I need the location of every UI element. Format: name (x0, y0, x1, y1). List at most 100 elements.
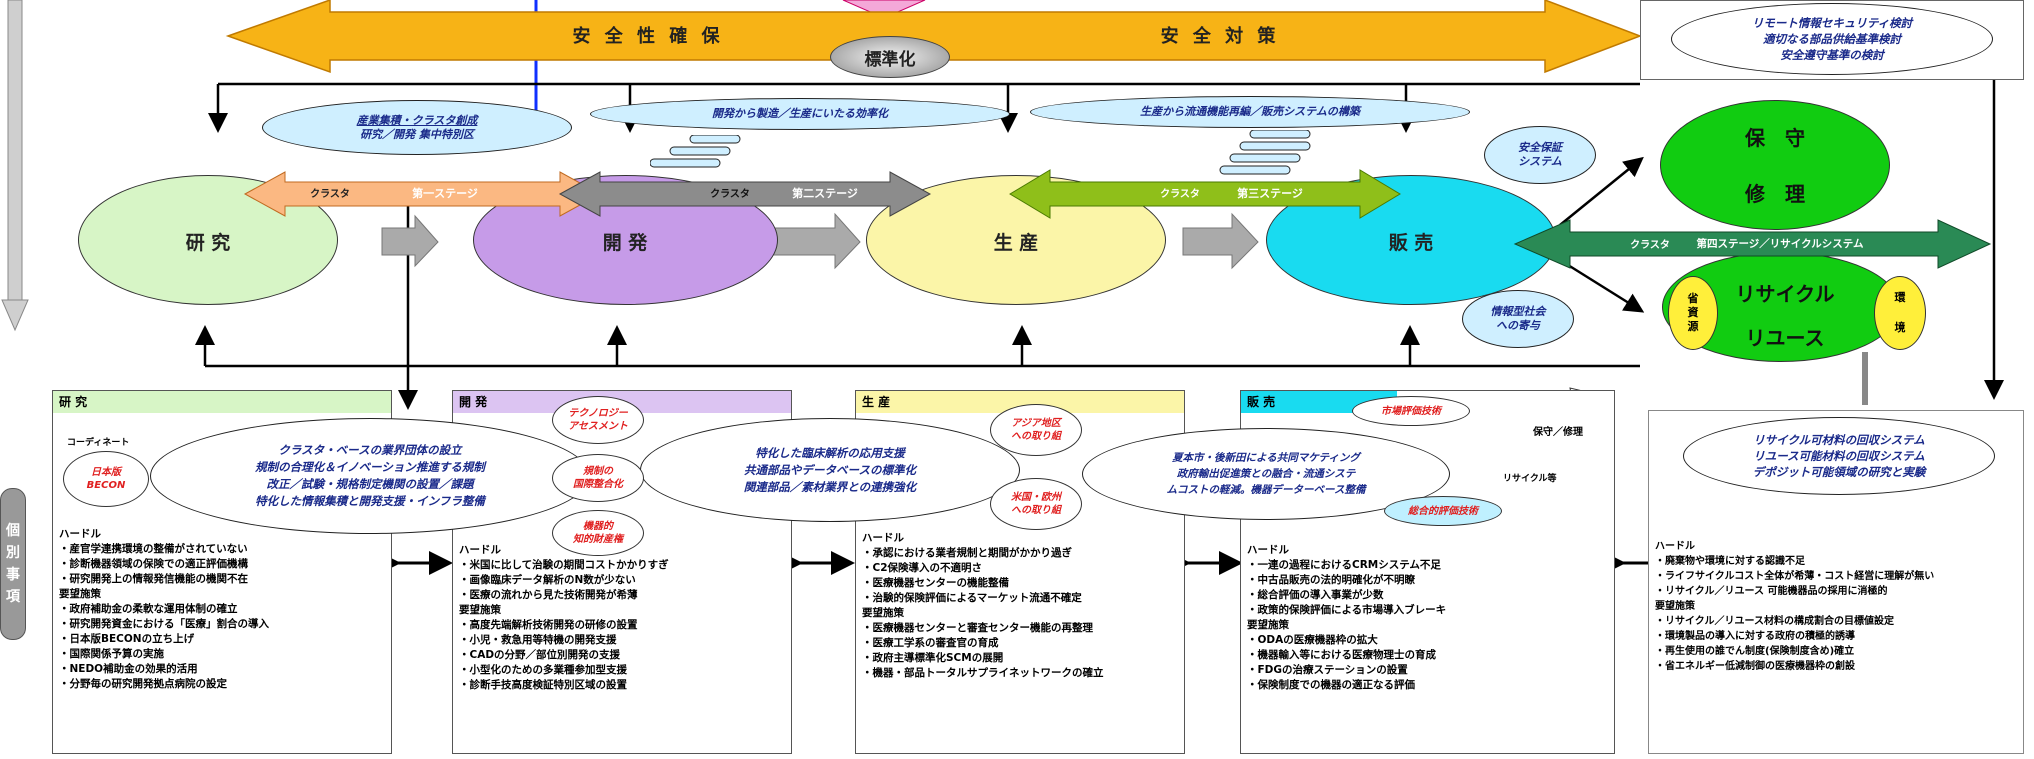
individual-items-label: 個 別 事 項 (0, 488, 26, 640)
cluster-zone-line-1: 産業集積・クラスタ創成 (356, 113, 478, 127)
standardization-ellipse: 標準化 (830, 36, 950, 78)
top-right-box: リモート情報セキュリティ検討 適切なる部品供給基準検討 安全遵守基準の検討 (1640, 0, 2024, 80)
market-eval-text: 市場評価技術 (1381, 405, 1441, 417)
cluster-zone-line-2: 研究／開発 集中特別区 (360, 127, 474, 141)
stage4-tag: クラスタ (1630, 240, 1670, 251)
sales-label: 販 売 (1388, 232, 1434, 254)
production-needs-label: 要望施策 (862, 607, 904, 619)
development-need-3: ・CADの分野／部位別開発の支援 (459, 649, 621, 661)
production-hurdle-2: ・C2保険導入の不適明さ (862, 562, 983, 574)
research-need-3: ・日本版BECONの立ち上げ (59, 633, 195, 645)
special-support-line-2: 共通部品やデータベースの標準化 (744, 462, 916, 477)
recycle-needs-label: 要望施策 (1655, 601, 1695, 612)
research-need-6: ・分野毎の研究開発拠点病院の設定 (59, 678, 227, 690)
sales-need-2: ・機器輸入等における医療物理士の育成 (1247, 649, 1436, 661)
development-need-5: ・診断手技高度検証特別区域の設置 (459, 679, 627, 691)
research-hurdle-1: ・産官学連携環境の整備がされていない (59, 543, 248, 555)
resource-saving-char-2: 資 (1687, 306, 1699, 319)
individual-char-3: 事 (6, 567, 20, 583)
recycle-label: リサイクル (1735, 282, 1835, 306)
sales-hurdle-2: ・中古品販売の法的明確化が不明瞭 (1247, 574, 1415, 586)
device-ip-line-1: 機器的 (583, 521, 613, 532)
recycle-etc-label: リサイクル等 (1503, 474, 1557, 484)
standardization-label: 標準化 (864, 49, 916, 70)
development-need-4: ・小型化のための多業種参加型支援 (459, 664, 627, 676)
sales-need-4: ・保険制度での機器の適正なる評価 (1247, 679, 1415, 691)
stage2-label: 第二ステージ (792, 187, 858, 200)
cloud-stripes-right (1219, 130, 1311, 175)
security-ellipse: リモート情報セキュリティ検討 適切なる部品供給基準検討 安全遵守基準の検討 (1671, 3, 1993, 75)
recycle-need-1: ・リサイクル／リユース材料の構成割合の目標値設定 (1655, 616, 1894, 627)
prod-sales-text: 生産から流通機能再編／販売システムの構築 (1140, 105, 1360, 118)
info-society-line-1: 情報型社会 (1490, 305, 1546, 318)
individual-char-2: 別 (6, 545, 20, 561)
total-eval-text: 総合的評価技術 (1408, 505, 1478, 517)
production-need-3: ・政府主導標準化SCMの展開 (862, 652, 1004, 664)
reuse-label: リユース (1745, 326, 1825, 350)
resource-saving-char-1: 省 (1687, 292, 1699, 305)
recycle-panel: リサイクル可材料の回収システム リユース可能材料の回収システム デポジット可能領… (1648, 410, 2024, 754)
development-hurdle-label: ハードル (459, 544, 501, 556)
research-hurdle-label: ハードル (59, 528, 101, 540)
sales-hurdle-label: ハードル (1247, 544, 1289, 556)
research-need-2: ・研究開発資金における「医療」割合の導入 (59, 618, 269, 630)
security-line-2: 適切なる部品供給基準検討 (1763, 32, 1901, 46)
stage1-label: 第一ステージ (412, 187, 478, 200)
sales-need-1: ・ODAの医療機器枠の拡大 (1247, 634, 1378, 646)
production-panel-title: 生 産 (856, 391, 1184, 413)
market-build-line-1: 夏本市・後新田による共同マケティング (1172, 452, 1360, 464)
production-hurdle-1: ・承認における業者規制と期間がかかり過ぎ (862, 547, 1072, 559)
security-line-3: 安全遵守基準の検討 (1780, 48, 1884, 62)
recycle-hurdle-1: ・廃棄物や環境に対する認識不足 (1655, 556, 1805, 567)
production-label: 生 産 (993, 232, 1039, 254)
production-need-2: ・医療工学系の審査官の育成 (862, 637, 999, 649)
special-support-line-3: 関連部品／素材業界との連携強化 (743, 479, 917, 494)
research-need-1: ・政府補助金の柔軟な運用体制の確立 (59, 603, 238, 615)
resource-saving-ellipse: 省 資 源 (1668, 276, 1718, 350)
recycle-system-line-2: リユース可能材料の回収システム (1753, 449, 1925, 463)
research-label: 研 究 (185, 232, 231, 254)
research-hurdle-2: ・診断機器領域の保険での適正評価機構 (59, 558, 248, 570)
safety-system-line-2: システム (1518, 155, 1562, 168)
maintenance-ellipse (1660, 100, 1890, 230)
development-needs-label: 要望施策 (459, 604, 501, 616)
prod-sales-cloud: 生産から流通機能再編／販売システムの構築 (1030, 96, 1470, 128)
cluster-base-line-4: 特化した情報集積と開発支援・インフラ整備 (255, 494, 485, 508)
development-need-2: ・小児・救急用等特機の開発支援 (459, 634, 617, 646)
cluster-base-line-3: 改正／試験・規格制定機関の設置／課題 (266, 477, 474, 491)
sales-hurdle-1: ・一連の過程におけるCRMシステム不足 (1247, 559, 1441, 571)
regulation-ellipse: 規制の国際整合化 (552, 454, 644, 502)
production-need-4: ・機器・部品トータルサプライネットワークの確立 (862, 667, 1104, 679)
special-support-line-1: 特化した臨床解析の応用支援 (755, 445, 905, 460)
recycle-hurdle-2: ・ライフサイクルコスト全体が希薄・コスト経営に理解が無い (1655, 571, 1935, 582)
us-eu-ellipse: 米国・欧州への取り組 (990, 478, 1082, 530)
tech-assess-line-1: テクノロジー (568, 408, 628, 419)
cluster-base-line-2: 規制の合理化＆イノベーション推進する規制 (255, 460, 485, 474)
sales-panel: 販 売 保守／修理 リサイクル等 ハードル ・一連の過程におけるCRMシステム不… (1240, 390, 1615, 754)
recycle-need-4: ・省エネルギー低減制御の医療機器枠の創設 (1655, 661, 1855, 672)
us-eu-line-2: への取り組 (1011, 505, 1061, 516)
stage-arrows (243, 169, 1992, 269)
recycle-system-line-1: リサイクル可材料の回収システム (1753, 433, 1925, 447)
asia-line-1: アジア地区 (1011, 418, 1061, 429)
development-label: 開 発 (602, 232, 648, 254)
info-society-line-2: への寄与 (1496, 319, 1540, 332)
safety-system-cloud: 安全保証 システム (1484, 126, 1596, 184)
environment-char-1: 環 (1894, 291, 1906, 304)
recycle-need-3: ・再生使用の誰でん制度(保険制度含め)確立 (1655, 646, 1855, 657)
stage3-label: 第三ステージ (1237, 187, 1303, 200)
production-hurdles: ハードル ・承認における業者規制と期間がかかり過ぎ ・C2保険導入の不適明さ ・… (862, 531, 1104, 681)
stage1-tag: クラスタ (310, 189, 350, 200)
band-right-label: 安 全 対 策 (1160, 26, 1280, 47)
dev-prod-cloud: 開発から製造／生産にいたる効率化 (590, 98, 1010, 130)
asia-line-2: への取り組 (1011, 431, 1061, 442)
tech-assess-ellipse: テクノロジーアセスメント (552, 396, 644, 444)
repair-label: 修 理 (1745, 182, 1805, 206)
production-hurdle-4: ・治験的保険評価によるマーケット流通不確定 (862, 592, 1082, 604)
info-society-cloud: 情報型社会 への寄与 (1462, 290, 1574, 348)
us-eu-line-1: 米国・欧州 (1011, 492, 1061, 503)
security-line-1: リモート情報セキュリティ検討 (1751, 16, 1913, 30)
production-hurdle-label: ハードル (862, 532, 904, 544)
development-hurdle-2: ・画像臨床データ解析のN数が少ない (459, 574, 636, 586)
cloud-stripes-left (650, 135, 741, 168)
